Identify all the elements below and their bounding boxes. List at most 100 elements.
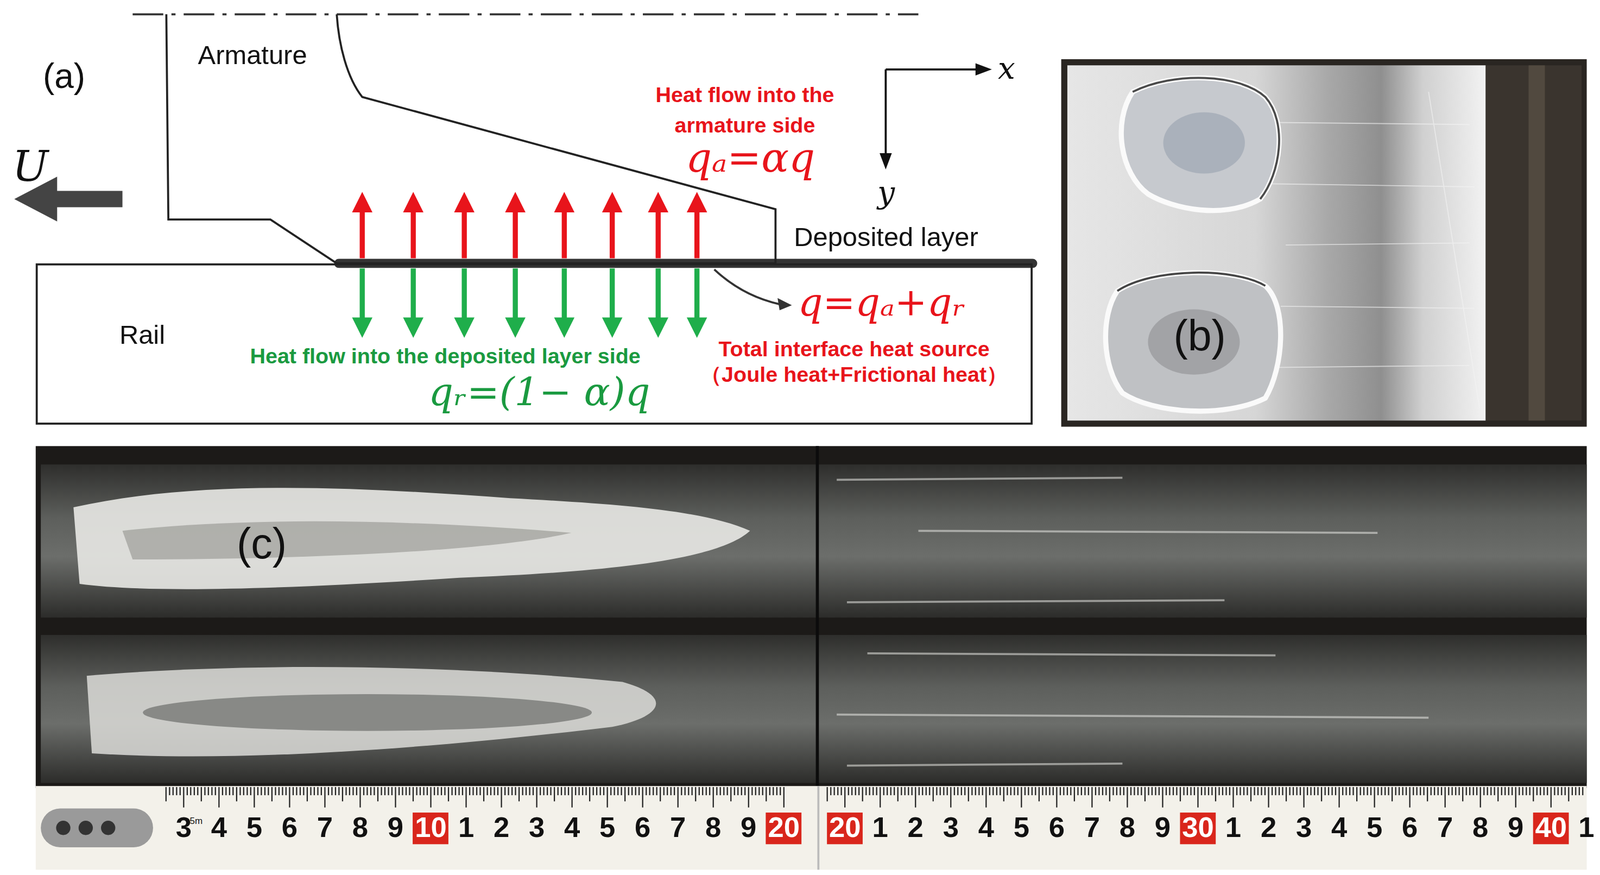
ruler-tick [719,786,722,795]
ruler-tick [1066,786,1068,795]
ruler-tick [1402,786,1404,795]
ruler-tick [225,786,227,795]
ruler-tick [1200,786,1203,795]
ruler-tick [1215,786,1217,801]
ruler-number: 40 [1533,812,1570,844]
ruler-tick [599,786,602,795]
ruler-tick [302,786,305,795]
ruler-tick [1416,786,1418,795]
ruler-tick [190,786,192,795]
ruler-tick [855,786,857,795]
ruler-tick [950,786,952,808]
part-name: Armature [198,40,308,71]
ruler-tick [779,786,781,795]
ruler-tick [1529,786,1531,795]
ruler-tick [454,786,457,795]
ruler-tick [1179,786,1181,801]
ruler-tick [953,786,956,795]
ruler-tick [1123,786,1125,795]
ruler-tick [518,786,520,801]
ruler-tick [405,786,407,795]
ruler-number: 5 [1366,812,1383,844]
ruler-tick [1084,786,1086,795]
ruler-tick [730,786,732,801]
ruler-tick [1229,786,1231,795]
part-name: Deposited layer [793,222,979,252]
ruler-tick [546,786,548,795]
ruler-tick [522,786,524,795]
ruler-tick [964,786,966,795]
ruler-tick [592,786,594,795]
ruler-tick [1137,786,1139,795]
ruler-tick [1112,786,1114,795]
ruler-tick [1161,786,1163,808]
ruler-tick [313,786,315,795]
heat-flow-note: Heat flow into the armature side [632,79,857,142]
ruler-tick [398,786,400,795]
ruler-tick [1299,786,1301,795]
ruler-tick [429,786,432,808]
ruler-tick [1327,786,1330,795]
ruler-tick [712,786,714,808]
ruler-number: 2 [907,812,924,844]
ruler-tick [267,786,269,795]
ruler-tick [893,786,895,795]
ruler-tick [535,786,537,808]
ruler-number: 4 [1331,812,1347,844]
ruler-tick [490,786,492,795]
ruler-tick [218,786,220,808]
ruler-tick [574,786,577,795]
ruler-tick [197,786,199,795]
ruler-tick [840,786,842,795]
ruler-tick [207,786,210,795]
ruler-tick [1377,786,1379,795]
ruler-tick [370,786,372,795]
ruler-number: 2 [1260,812,1277,844]
ruler-tick [1250,786,1252,801]
ruler-tick [1313,786,1315,795]
ruler-tick [1553,786,1555,795]
ruler-tick [613,786,615,795]
ruler-number: 20 [826,812,863,844]
ruler-tick [1193,786,1195,795]
ruler-tick [946,786,948,795]
ruler-tick [487,786,489,795]
ruler-tick [698,786,700,795]
ruler-tick [1218,786,1220,795]
ruler-tick [1281,786,1283,795]
ruler-number: 1 [872,812,889,844]
ruler-tick [755,786,757,795]
ruler-tick [978,786,980,795]
ruler-tick [394,786,396,808]
ruler-tick [1260,786,1262,795]
ruler-tick [186,786,188,795]
ruler-tick [1063,786,1065,795]
ruler-tick [415,786,417,795]
ruler-tick [928,786,931,795]
ruler-tick [1222,786,1224,795]
ruler-tick [1038,786,1040,801]
ruler-tick [1267,786,1269,808]
ruler-tick [1338,786,1340,808]
ruler-tick [1451,786,1453,795]
ruler-tick [1324,786,1326,795]
ruler-number: 1 [1225,812,1242,844]
ruler-tick [1027,786,1029,795]
ruler-tick [886,786,888,795]
ruler-tick [1490,786,1492,795]
ruler-tick [1278,786,1280,795]
ruler-tick [999,786,1001,795]
ruler-tick [408,786,410,795]
ruler-tick [751,786,753,795]
ruler-tick [1539,786,1541,795]
ruler-tick [844,786,846,808]
ruler-number: 30 [1179,812,1216,844]
ruler-tick [274,786,276,795]
ruler-tick [772,786,774,795]
ruler-tick [1380,786,1382,795]
velocity-label: U [12,142,49,191]
ruler-tick [310,786,312,795]
ruler-tick [317,786,319,795]
ruler-tick [528,786,530,795]
ruler-tick [1550,786,1552,808]
